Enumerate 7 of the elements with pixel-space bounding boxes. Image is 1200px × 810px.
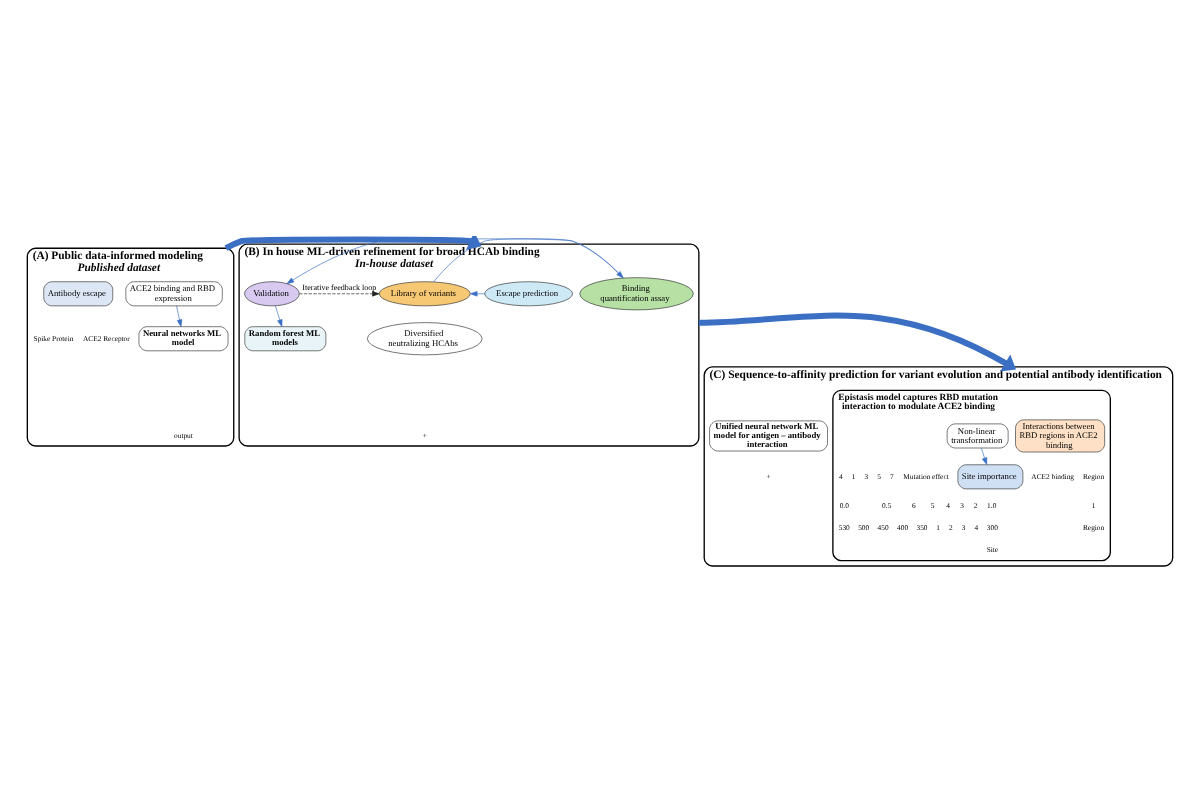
arrow: [981, 447, 988, 465]
arrow: [275, 305, 283, 327]
arrow: [299, 291, 380, 297]
arrow: [224, 236, 482, 251]
arrow: [470, 291, 485, 297]
arrow: [176, 305, 183, 327]
arrow: [698, 312, 1016, 372]
